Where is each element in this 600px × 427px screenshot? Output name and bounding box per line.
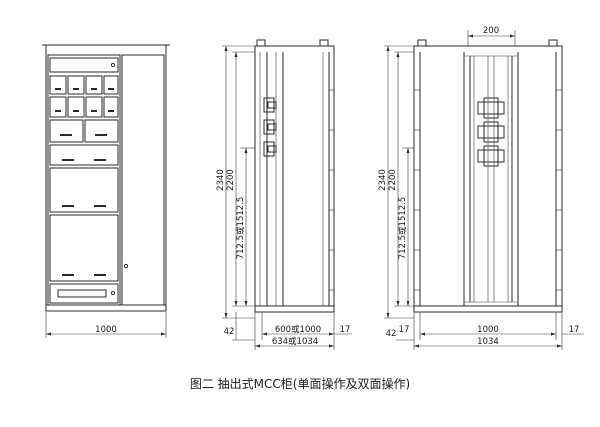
double-height-total-label: 2340 xyxy=(378,169,388,191)
front-view: 1000 xyxy=(42,44,170,338)
side-height-total-label: 2340 xyxy=(216,169,226,191)
front-width-label: 1000 xyxy=(95,325,117,335)
double-top-width-label: 200 xyxy=(483,26,499,36)
double-height-inner-label: 2200 xyxy=(388,169,398,191)
side-view: 2340 2200 712.5或1512.5 42 600或1000 634或1… xyxy=(216,39,352,350)
side-offset-label: 17 xyxy=(340,325,351,335)
medium-drawers xyxy=(49,119,119,143)
busbar-clamps-double xyxy=(477,97,505,167)
side-height-inner-label: 2200 xyxy=(226,169,236,191)
busbar-clamps-side xyxy=(263,97,277,157)
side-height-section-label: 712.5或1512.5 xyxy=(235,197,246,260)
drawer-unit-1 xyxy=(49,144,119,166)
double-width-label-1: 1000 xyxy=(477,325,499,335)
small-drawers-row-1 xyxy=(49,75,119,95)
side-base-height-label: 42 xyxy=(224,327,235,337)
door-lock xyxy=(123,263,129,269)
double-right-offset-label: 17 xyxy=(569,325,580,335)
small-drawers-row-2 xyxy=(49,96,119,118)
double-base-height-label: 42 xyxy=(386,329,397,339)
double-width-label-2: 1034 xyxy=(477,337,499,347)
right-door xyxy=(121,54,165,306)
bottom-panel xyxy=(49,283,119,304)
double-left-offset-label: 17 xyxy=(399,325,410,335)
side-depth-label-2: 634或1034 xyxy=(272,336,318,347)
side-depth-label-1: 600或1000 xyxy=(275,324,321,335)
double-sided-view: 200 xyxy=(378,26,584,350)
double-height-section-label: 712.5或1512.5 xyxy=(397,197,408,260)
figure-caption: 图二 抽出式MCC柜(单面操作及双面操作) xyxy=(189,377,411,391)
drawer-unit-2 xyxy=(49,167,119,213)
drawer-unit-3 xyxy=(49,214,119,282)
